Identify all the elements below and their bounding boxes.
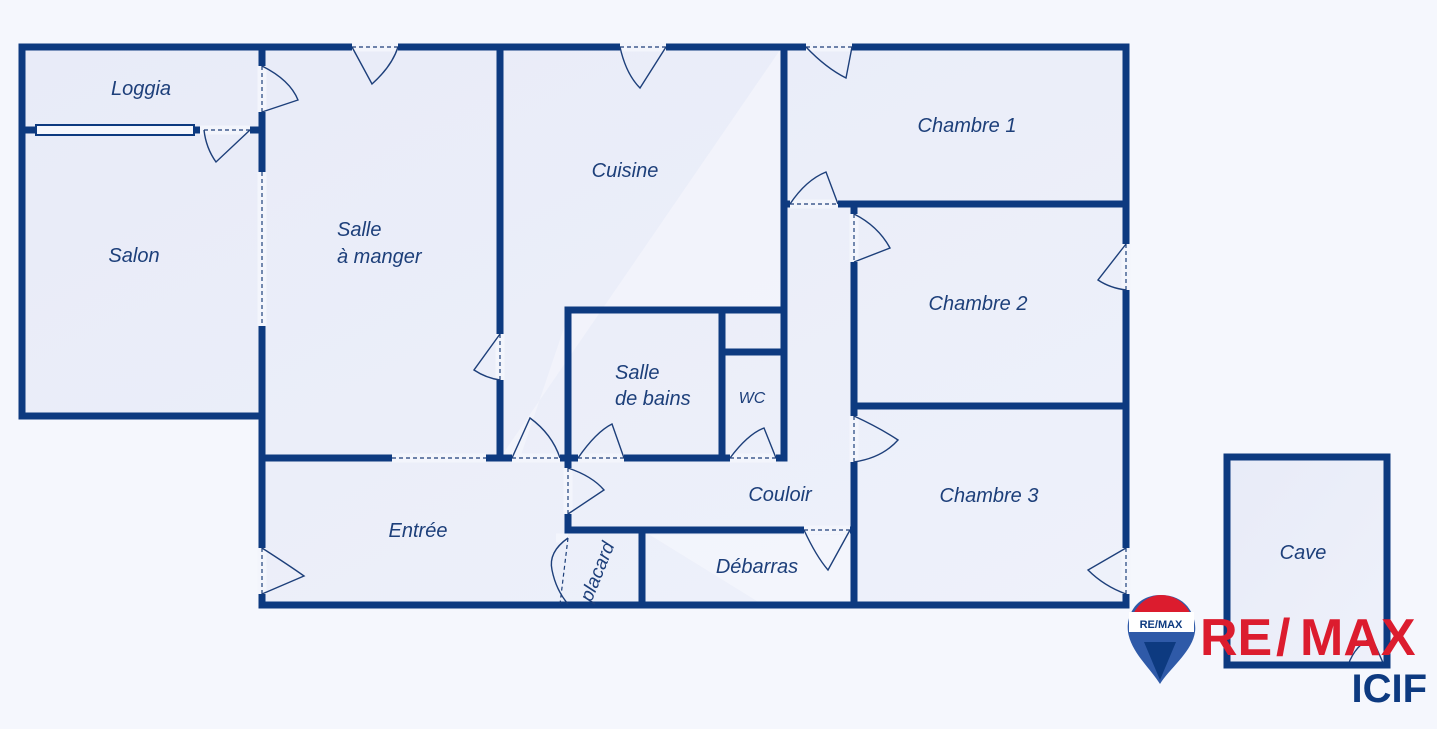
floor-areas <box>22 47 1387 665</box>
balloon-icon: RE/MAX <box>1127 595 1196 684</box>
label-chambre3: Chambre 3 <box>940 485 1039 507</box>
label-chambre1: Chambre 1 <box>918 115 1017 137</box>
label-salle-a-manger-line2: à manger <box>337 246 423 268</box>
label-debarras: Débarras <box>716 556 798 578</box>
door-swings <box>203 46 1385 666</box>
label-loggia: Loggia <box>111 78 171 100</box>
balloon-text: RE/MAX <box>1140 619 1183 631</box>
brand-slash: / <box>1276 609 1290 667</box>
label-salle-de-bains-line2: de bains <box>615 388 691 410</box>
agency-name: ICIF <box>1351 667 1427 711</box>
outside-lower-left <box>22 416 262 611</box>
brand-max: MAX <box>1300 609 1416 667</box>
cave-room <box>1223 453 1391 669</box>
debarras-highlight <box>650 535 850 603</box>
label-couloir: Couloir <box>748 484 813 506</box>
label-entree: Entrée <box>389 520 448 542</box>
label-salle-a-manger-line1: Salle <box>337 219 381 241</box>
label-salle-de-bains-line1: Salle <box>615 362 659 384</box>
brand-re: RE <box>1200 609 1272 667</box>
label-cave: Cave <box>1280 542 1327 564</box>
label-salon: Salon <box>108 245 159 267</box>
floor-cave <box>1227 457 1387 665</box>
label-wc: WC <box>739 390 766 407</box>
loggia-window <box>35 124 195 136</box>
label-cuisine: Cuisine <box>592 160 659 182</box>
room-labels: Loggia Salon Salle à manger Cuisine Cham… <box>108 78 1326 606</box>
remax-logo: RE/MAX RE / MAX ICIF <box>1127 595 1427 711</box>
label-chambre2: Chambre 2 <box>929 293 1028 315</box>
